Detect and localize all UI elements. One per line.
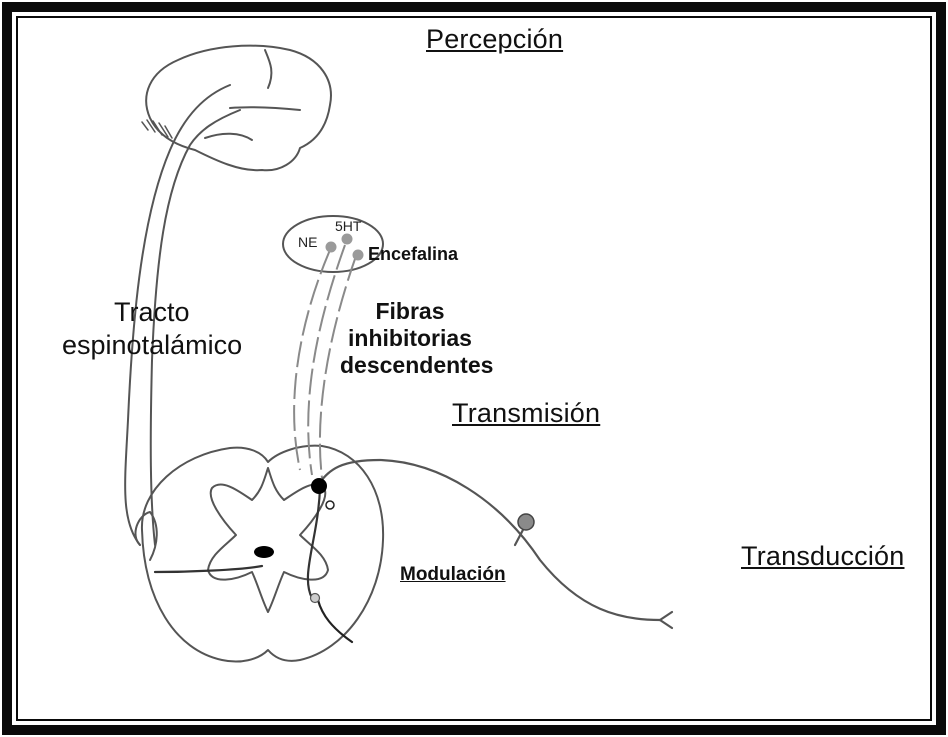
label-encefalina: Encefalina (368, 244, 458, 265)
label-tracto-line2: espinotalámico (62, 329, 242, 362)
label-fibras-line2: inhibitorias (340, 325, 480, 352)
label-percepcion: Percepción (426, 24, 563, 55)
label-fibras-line3: descendentes (340, 352, 480, 379)
encefalina-neuron-dot (353, 250, 364, 261)
label-modulacion: Modulación (400, 564, 506, 586)
label-ne: NE (298, 234, 317, 250)
label-transmision: Transmisión (452, 398, 600, 429)
label-transduccion: Transducción (741, 541, 904, 572)
5ht-neuron-dot (342, 234, 353, 245)
synapse-black-dot (311, 478, 327, 494)
nerve-ending-1 (660, 612, 672, 620)
brain-sulcus-1 (265, 50, 271, 88)
descending-fiber-1 (294, 250, 330, 470)
central-canal (254, 546, 274, 558)
label-tracto-line1: Tracto (114, 296, 190, 329)
ne-neuron-dot (326, 242, 337, 253)
motor-fiber (318, 600, 352, 642)
label-fibras-line1: Fibras (340, 298, 480, 325)
label-5ht: 5HT (335, 218, 361, 234)
label-fibras-block: Fibras inhibitorias descendentes (340, 298, 480, 379)
ventral-neuron-dot (311, 594, 320, 603)
brain-sulcus-3 (205, 134, 252, 140)
dorsal-root-ganglion (518, 514, 534, 530)
nerve-ending-2 (660, 620, 672, 628)
interneuron-dot (326, 501, 334, 509)
